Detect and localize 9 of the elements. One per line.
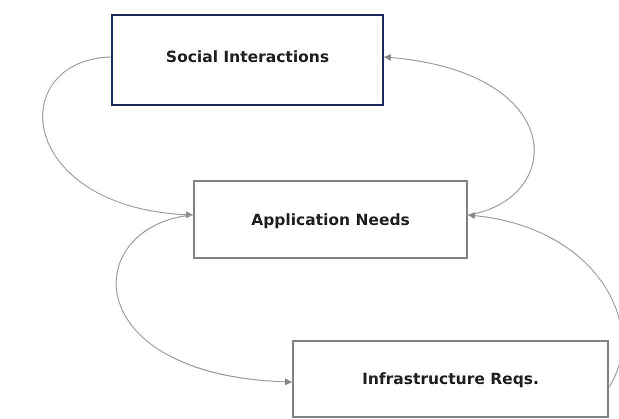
box-label: Social Interactions bbox=[166, 48, 330, 66]
process-box bbox=[193, 180, 468, 259]
box-label: Application Needs bbox=[251, 210, 410, 228]
arrow bbox=[384, 54, 535, 216]
process-box bbox=[111, 14, 384, 106]
process-box bbox=[292, 340, 609, 418]
arrow bbox=[116, 214, 292, 385]
box-label: Infrastructure Reqs. bbox=[362, 370, 539, 388]
arrow bbox=[42, 56, 194, 218]
